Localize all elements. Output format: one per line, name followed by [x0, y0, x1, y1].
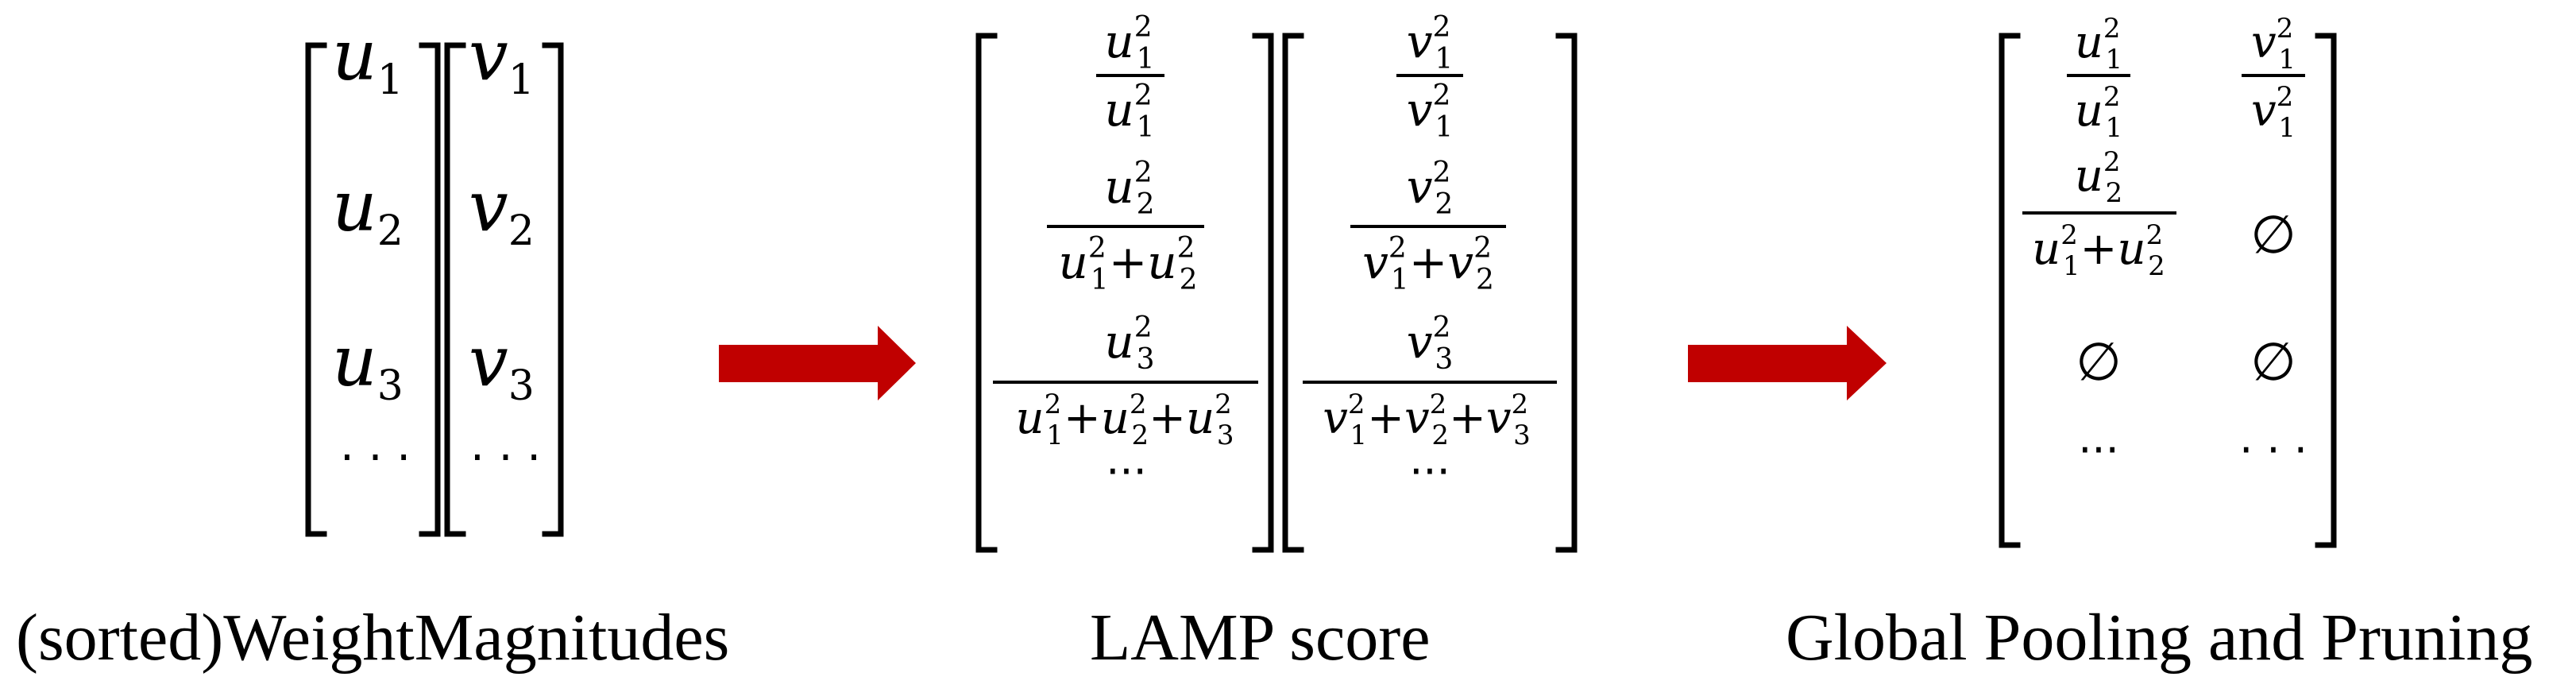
- lamp-u-ellipsis: ···: [1106, 447, 1147, 497]
- u1-entry: u1: [332, 14, 404, 104]
- u-ellipsis: · · ·: [340, 432, 411, 484]
- lamp-u-bracket: [975, 33, 1274, 553]
- v3-entry: v3: [469, 320, 535, 410]
- pruned-v3-empty-set: ∅: [2250, 331, 2296, 393]
- pruning-u-ellipsis: ···: [2078, 425, 2119, 475]
- magnitudes-v-bracket: [444, 42, 564, 537]
- lamp-v-ellipsis: ···: [1409, 447, 1450, 497]
- v-ellipsis: · · ·: [470, 432, 541, 484]
- u2-entry: u2: [332, 165, 404, 255]
- pruning-caption: Global Pooling and Pruning: [1786, 601, 2532, 675]
- pruning-bracket: [1999, 33, 2337, 548]
- u3-entry: u3: [332, 320, 404, 410]
- magnitudes-caption: (sorted)WeightMagnitudes: [16, 601, 729, 675]
- arrow-right-icon: [719, 326, 916, 400]
- lamp-v-bracket: [1282, 33, 1578, 553]
- lamp-caption: LAMP score: [1090, 601, 1431, 675]
- pruned-u3-empty-set: ∅: [2076, 331, 2122, 393]
- arrow-right-icon: [1688, 326, 1887, 400]
- pruning-v-ellipsis: · · ·: [2239, 425, 2308, 475]
- magnitudes-panel: u1 u2 u3 · · · v1 v2 v3 · · · (sorted)We…: [16, 14, 729, 675]
- pruned-v2-empty-set: ∅: [2250, 204, 2296, 265]
- v1-entry: v1: [469, 14, 535, 104]
- v2-entry: v2: [469, 165, 535, 255]
- magnitudes-u-bracket: [305, 42, 441, 537]
